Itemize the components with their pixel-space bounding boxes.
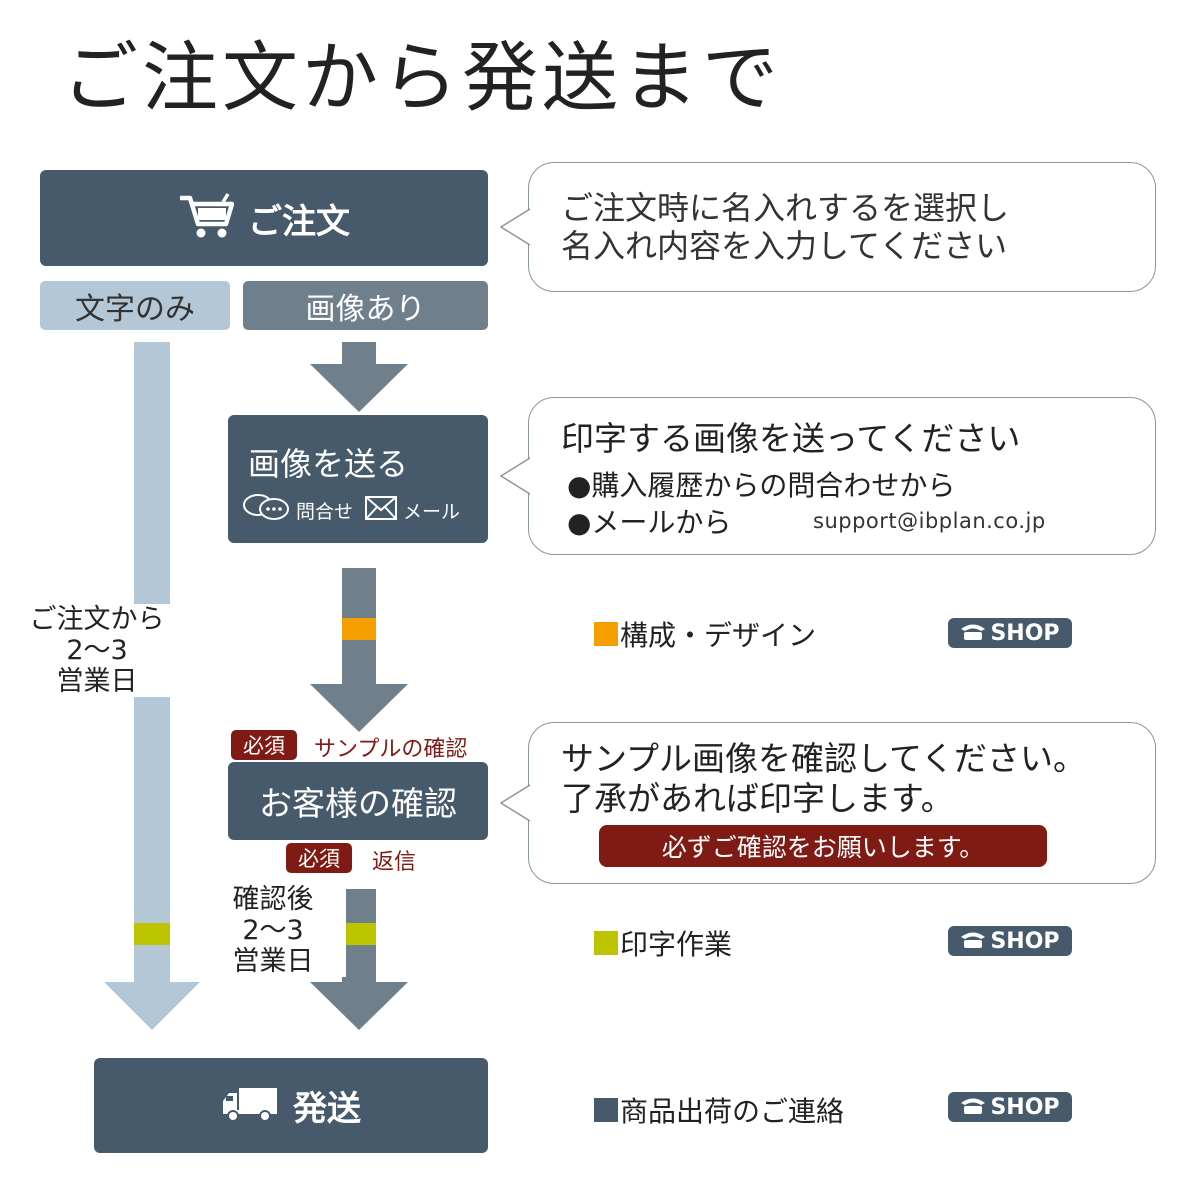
lead-time-mid-line3: 営業日: [232, 946, 314, 977]
cart-icon: [178, 192, 235, 244]
order-step: ご注文: [40, 170, 488, 266]
shop-badge-design[interactable]: SHOP: [948, 618, 1072, 648]
arrow3-head: [310, 982, 408, 1030]
arrow2-head: [310, 684, 408, 732]
shop-label: SHOP: [990, 1094, 1060, 1120]
lime-square-icon: [594, 931, 618, 955]
required-badge: 必須: [231, 730, 297, 760]
required-badge-reply: 必須: [286, 843, 352, 873]
send-image-label: 画像を送る: [248, 445, 409, 483]
lead-time-left-line1: ご注文から: [29, 604, 165, 635]
legend-design-label: 構成・デザイン: [620, 619, 817, 652]
phone-icon: [960, 929, 986, 954]
lead-time-mid-line1: 確認後: [232, 884, 314, 915]
arrow3-marker-lime: [342, 923, 376, 945]
mail-label: メール: [403, 501, 461, 523]
confirm-bubble: サンプル画像を確認してください。 了承があれば印字します。 必ずご確認をお願いし…: [499, 722, 1156, 884]
lead-time-mid: 確認後 2～3 営業日: [200, 884, 346, 977]
dark-square-icon: [594, 1098, 618, 1122]
sample-check-label: サンプルの確認: [314, 737, 468, 762]
ship-label: 発送: [293, 1089, 361, 1129]
inquiry-label: 問合せ: [296, 501, 354, 523]
reply-label: 返信: [372, 850, 417, 875]
legend-ship-notice: 商品出荷のご連絡: [594, 1090, 844, 1130]
lead-time-left-line2: 2～3: [66, 635, 128, 666]
shop-badge-printing[interactable]: SHOP: [948, 926, 1072, 956]
customer-confirm-step: お客様の確認: [228, 762, 488, 840]
legend-ship-notice-label: 商品出荷のご連絡: [620, 1095, 845, 1128]
chat-bubbles-icon: [242, 493, 290, 528]
order-bubble-line2: 名入れ内容を入力してください: [561, 227, 1008, 265]
legend-printing-label: 印字作業: [620, 928, 733, 961]
truck-icon: [221, 1086, 279, 1126]
support-email[interactable]: support@ibplan.co.jp: [813, 509, 1046, 533]
send-bubble-line3: ●メールから: [567, 506, 732, 539]
confirm-notice: 必ずご確認をお願いします。: [599, 825, 1047, 867]
arrow2-marker-orange: [342, 618, 376, 640]
phone-icon: [960, 621, 986, 646]
legend-printing: 印字作業: [594, 923, 732, 963]
send-bubble-line1: 印字する画像を送ってください: [561, 419, 1021, 458]
left-arrow-head: [104, 982, 200, 1030]
order-bubble: ご注文時に名入れするを選択し 名入れ内容を入力してください: [499, 162, 1156, 292]
shop-label: SHOP: [990, 928, 1060, 954]
confirm-bubble-line2: 了承があれば印字します。: [561, 779, 954, 818]
confirm-bubble-line1: サンプル画像を確認してください。: [561, 739, 1087, 778]
left-arrow-marker-lime: [134, 923, 170, 945]
lead-time-left: ご注文から 2～3 営業日: [12, 604, 182, 697]
page-title: ご注文から発送まで: [62, 33, 782, 122]
send-image-bubble: 印字する画像を送ってください ●購入履歴からの問合わせから ●メールから sup…: [499, 397, 1156, 555]
shop-badge-ship[interactable]: SHOP: [948, 1092, 1072, 1122]
phone-icon: [960, 1095, 986, 1120]
send-bubble-line2: ●購入履歴からの問合わせから: [567, 469, 956, 502]
shop-label: SHOP: [990, 620, 1060, 646]
mail-icon: [365, 496, 398, 525]
order-bubble-line1: ご注文時に名入れするを選択し: [561, 189, 1010, 227]
ship-step: 発送: [94, 1058, 488, 1153]
arrow1-shaft: [342, 342, 376, 364]
tab-with-image: 画像あり: [243, 281, 488, 330]
orange-square-icon: [594, 622, 618, 646]
legend-design: 構成・デザイン: [594, 614, 816, 654]
tab-text-only: 文字のみ: [40, 281, 230, 330]
lead-time-left-line3: 営業日: [56, 666, 138, 697]
arrow1-head: [310, 364, 408, 412]
lead-time-mid-line2: 2～3: [242, 915, 304, 946]
send-image-step: 画像を送る 問合せ メール: [228, 415, 488, 543]
order-label: ご注文: [248, 201, 350, 242]
